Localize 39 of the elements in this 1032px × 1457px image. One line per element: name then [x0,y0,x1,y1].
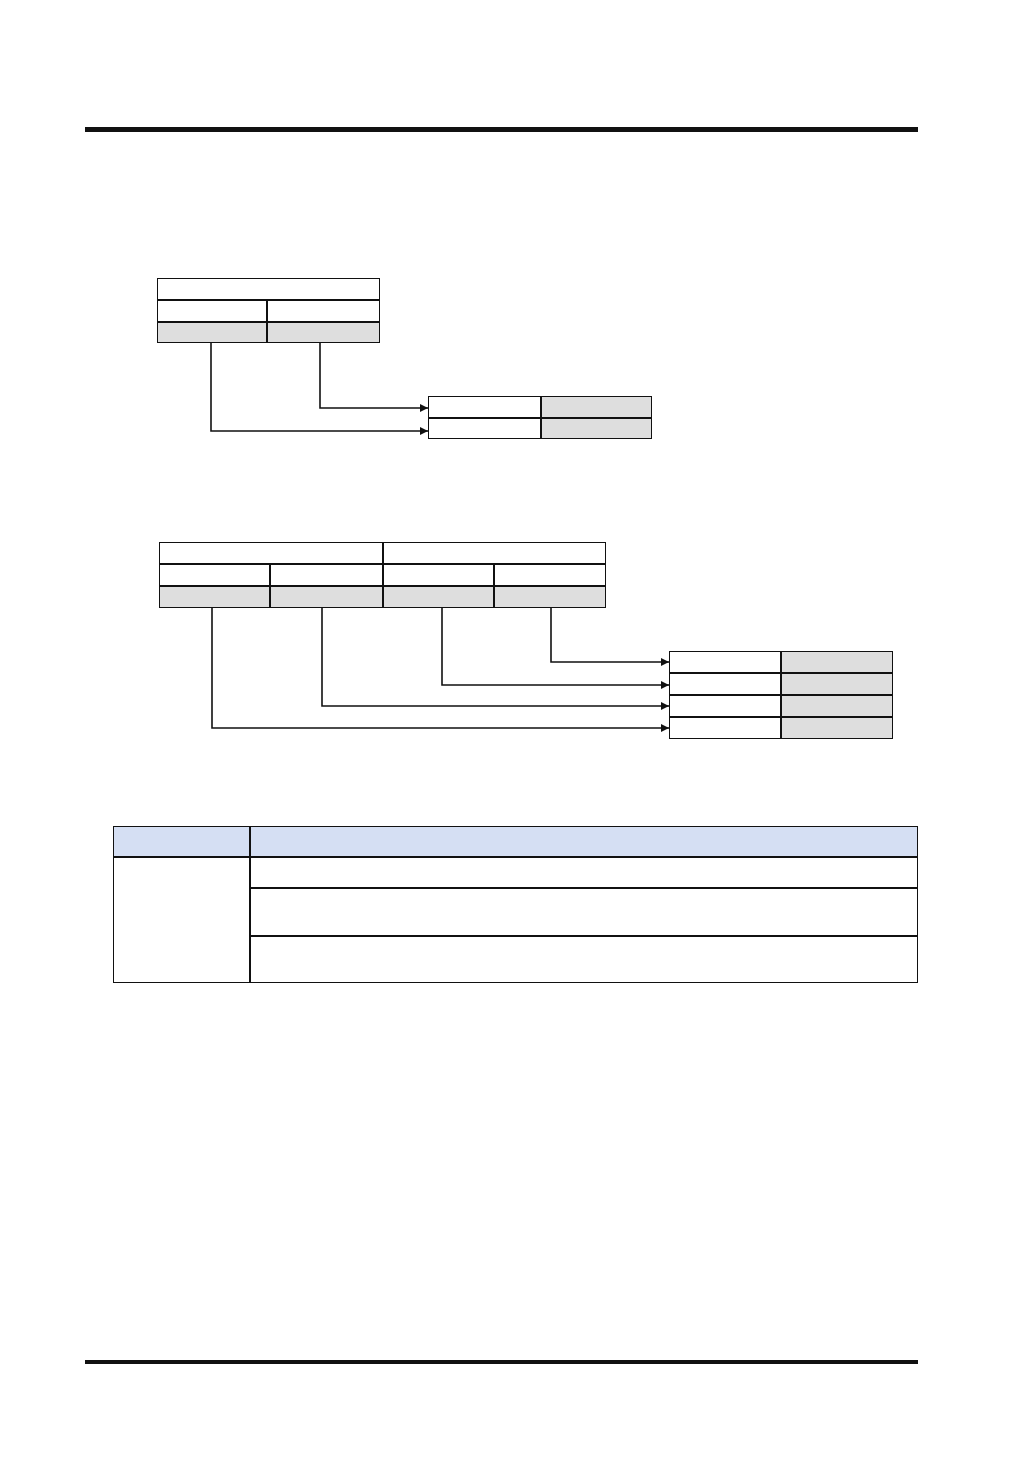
table-cell [159,586,270,608]
table-cell [494,564,606,586]
table-cell [781,717,893,739]
table-header-cell [157,278,380,300]
arrow [211,607,670,732]
table-cell [669,673,781,695]
table-cell [250,888,918,936]
table-cell [157,322,267,343]
table-cell [270,586,383,608]
table-cell [270,564,383,586]
table-cell [541,396,652,418]
table-cell [383,586,494,608]
table-cell [781,673,893,695]
table-cell [781,651,893,673]
arrow [550,607,670,666]
table-header-cell [383,542,606,564]
arrow [441,607,670,689]
table-cell [781,695,893,717]
table-cell [669,695,781,717]
table-cell [113,857,250,983]
arrow [210,342,429,435]
table-cell [428,418,541,439]
table-cell [541,418,652,439]
table-header-cell [250,826,918,857]
table-cell [267,322,380,343]
table-cell [669,717,781,739]
table-header-cell [159,542,383,564]
table-cell [428,396,541,418]
table-cell [494,586,606,608]
arrow [321,607,670,710]
table-cell [669,651,781,673]
arrow [319,342,429,412]
table-cell [157,300,267,322]
table-cell [250,936,918,983]
table-cell [250,857,918,888]
table-cell [159,564,270,586]
table-cell [383,564,494,586]
table-header-cell [113,826,250,857]
table-cell [267,300,380,322]
